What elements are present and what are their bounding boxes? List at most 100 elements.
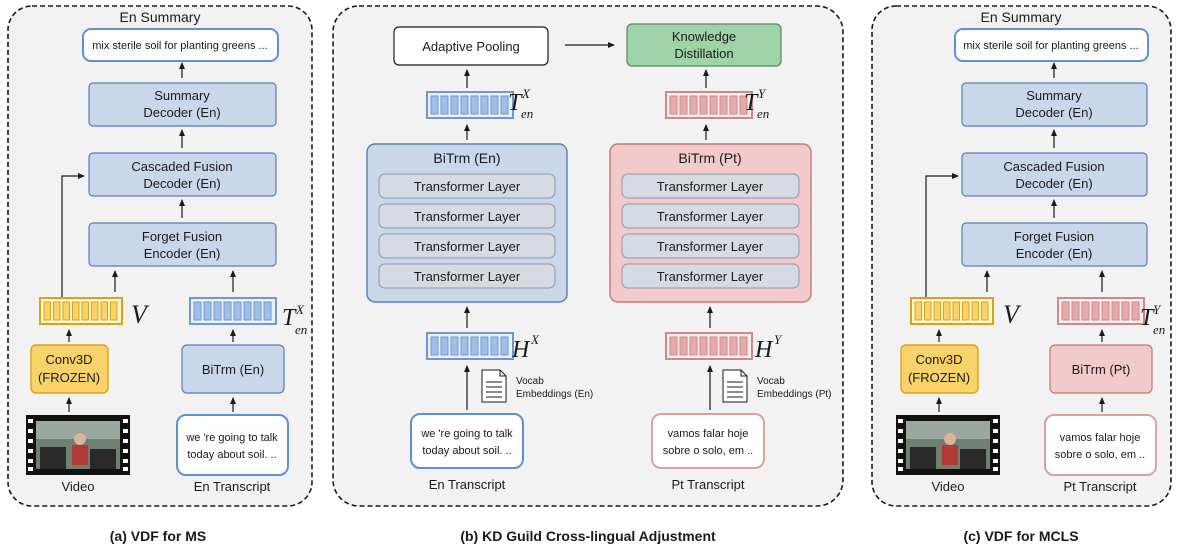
transcript-label: En Transcript [194,479,271,494]
transcript-pt-line2: sobre o solo, em .. [663,445,754,457]
feature-vector-cell [223,301,232,321]
bitrm-pt-title: BiTrm (Pt) [678,150,741,166]
transformer-layer-label: Transformer Layer [414,179,521,194]
transcript-label: Pt Transcript [1064,479,1137,494]
forget-encoder-box [88,222,277,267]
conv3d-line1: Conv3D [46,352,93,367]
text-feature-sup: Y [1153,302,1162,317]
feature-vector-frame [189,297,277,325]
panel-b-caption: (b) KD Guild Cross-lingual Adjustment [460,528,716,544]
feature-vector-cell [480,336,489,356]
text-feature-symbol: T [282,305,297,331]
cascaded-decoder-box [961,152,1148,197]
panel-a: En Summary mix sterile soil for planting… [7,5,313,544]
transcript-box [1044,414,1157,476]
conv3d-box [900,344,979,394]
feature-vector-cell [81,301,89,321]
feature-vector-cell [924,301,932,321]
forget-encoder-line2: Encoder (En) [1016,246,1093,261]
skip-arrow [61,173,85,298]
vocab-pt-line1: Vocab [757,376,785,387]
cascaded-decoder-box [88,152,277,197]
feature-vector-cell [253,301,262,321]
hidden-label-pt: H Y [754,332,783,363]
feature-vector-cell [699,95,708,115]
feature-vector-cell [739,336,748,356]
hidden-label-en: H X [511,332,540,363]
transcript-en-line1: we 're going to talk [420,428,513,440]
transcript-line2: sobre o solo, em .. [1055,449,1146,461]
hidden-symbol-pt: H [754,337,774,363]
feature-vector-cell [100,301,108,321]
feature-vector-cell [709,336,718,356]
adaptive-pooling-label: Adaptive Pooling [422,39,520,54]
feature-vector-cell [1111,301,1120,321]
feature-vector-cell [679,336,688,356]
transcript-line2: today about soil. .. [187,449,276,461]
panel-a-caption: (a) VDF for MS [110,528,206,544]
text-feature-vector-pt [665,91,753,119]
forget-encoder-line1: Forget Fusion [1014,229,1094,244]
bitrm-label: BiTrm (Pt) [1072,362,1131,377]
feature-vector-frame [665,332,753,360]
feature-vector-cell [233,301,242,321]
feature-vector-cell [729,336,738,356]
transformer-layer-label: Transformer Layer [657,179,764,194]
text-feature-vector-en [426,91,514,119]
video-feature-symbol: V [1003,300,1022,329]
video-feature-symbol: V [131,300,150,329]
bitrm-label: BiTrm (En) [202,362,264,377]
summary-decoder-line2: Decoder (En) [1015,105,1092,120]
feature-vector-cell [470,336,479,356]
feature-vector-cell [450,95,459,115]
feature-vector-cell [1061,301,1070,321]
feature-vector-cell [1131,301,1140,321]
transformer-layer-label: Transformer Layer [414,269,521,284]
transformer-layer-label: Transformer Layer [657,209,764,224]
summary-decoder-box [88,82,277,127]
feature-vector-cell [669,95,678,115]
transcript-line1: we 're going to talk [185,432,278,444]
text-feature-sub: en [1153,322,1165,337]
feature-vector-frame [1057,297,1145,325]
feature-vector-cell [91,301,99,321]
video-feature-vector [39,297,123,325]
feature-vector-cell [1091,301,1100,321]
text-feature-symbol-en: T [508,90,523,116]
hidden-sup-pt: Y [774,332,783,347]
feature-vector-cell [263,301,272,321]
feature-vector-cell [203,301,212,321]
vocab-en-line2: Embeddings (En) [516,389,593,400]
summary-decoder-line1: Summary [1026,88,1082,103]
feature-vector-frame [426,91,514,119]
summary-output-box [82,28,279,62]
panel-c: En Summary mix sterile soil for planting… [871,5,1172,544]
feature-vector-cell [193,301,202,321]
video-label: Video [931,479,964,494]
feature-vector-cell [500,336,509,356]
text-feature-sup-en: X [521,86,531,101]
feature-vector-cell [729,95,738,115]
text-feature-label: T X en [282,302,307,337]
feature-vector-frame [910,297,994,325]
adaptive-pooling-box [393,26,549,66]
feature-vector-cell [1101,301,1110,321]
summary-output-box [954,28,1149,62]
feature-vector-frame [39,297,123,325]
text-feature-symbol: T [1140,305,1155,331]
transcript-box [176,414,289,476]
conv3d-line2: (FROZEN) [38,370,100,385]
transcript-box-pt [651,413,765,469]
summary-title: En Summary [981,9,1062,25]
conv3d-line1: Conv3D [916,352,963,367]
feature-vector-cell [952,301,960,321]
forget-encoder-line1: Forget Fusion [142,229,222,244]
conv3d-line2: (FROZEN) [908,370,970,385]
video-label: Video [61,479,94,494]
knowledge-distillation-line2: Distillation [674,46,733,61]
feature-vector-cell [1071,301,1080,321]
feature-vector-cell [689,95,698,115]
transcript-pt-line1: vamos falar hoje [668,428,749,440]
transcript-line1: vamos falar hoje [1060,432,1141,444]
